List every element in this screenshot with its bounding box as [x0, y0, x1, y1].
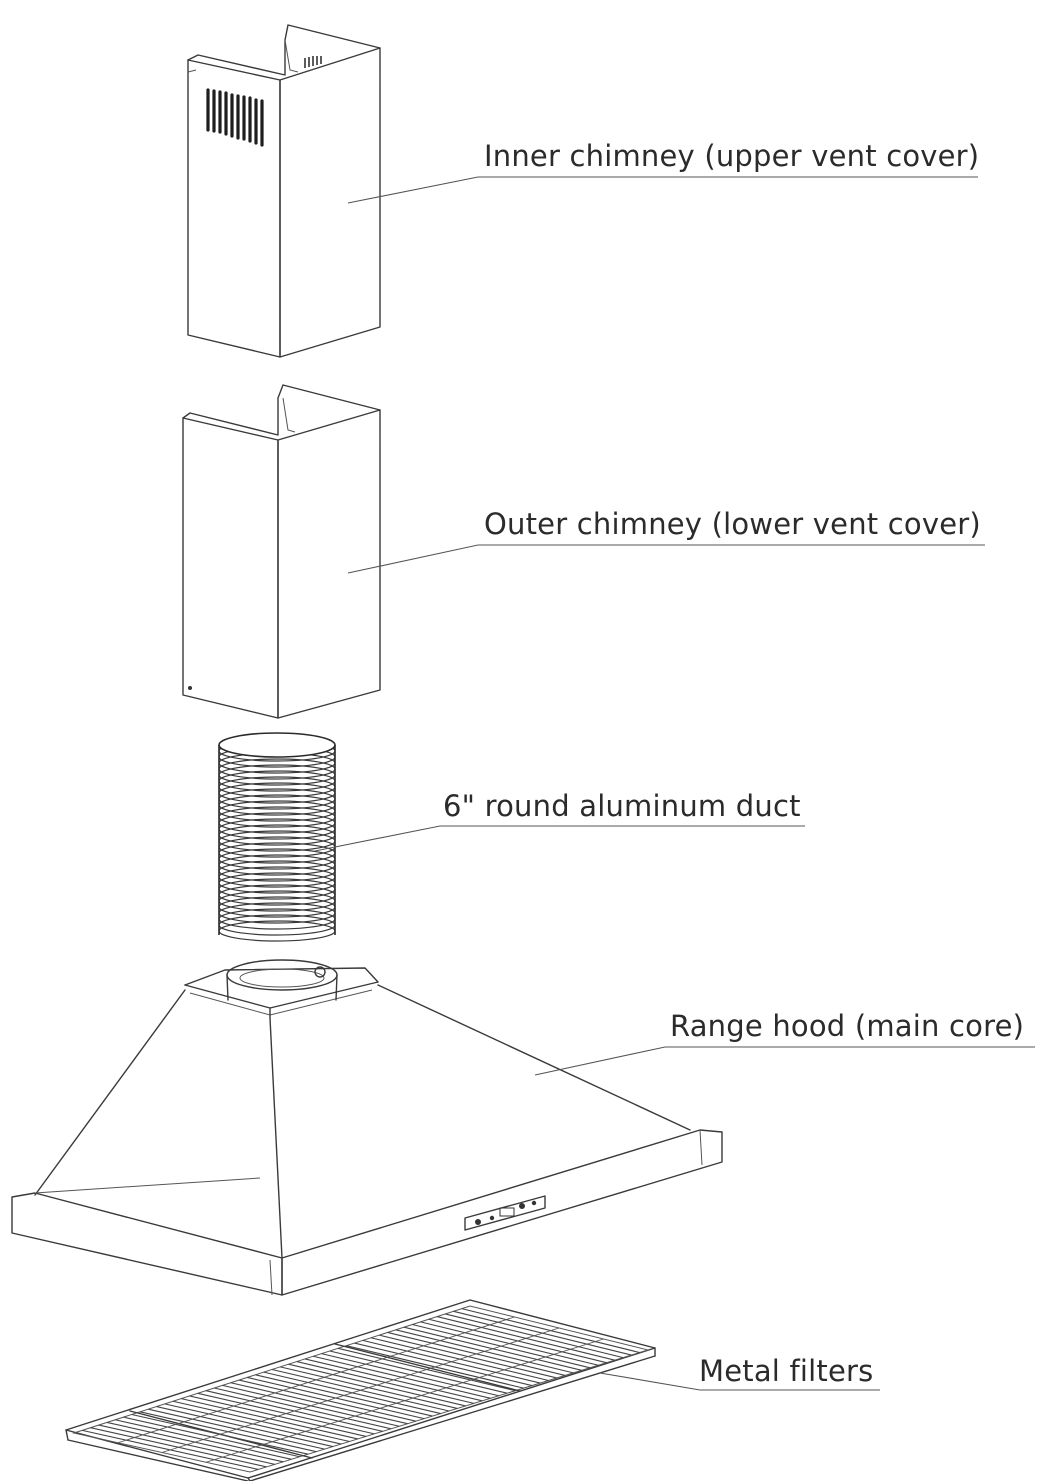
label-range-hood: Range hood (main core): [670, 1009, 1025, 1043]
inner-chimney-drawing: [187, 24, 381, 358]
leader-metal-filters: [599, 1372, 880, 1391]
leader-duct: [314, 825, 805, 852]
label-metal-filters: Metal filters: [699, 1354, 874, 1388]
aluminum-duct-drawing: [218, 732, 336, 942]
vent-slots: [206, 88, 264, 147]
range-hood-drawing: [11, 959, 723, 1296]
metal-filters-drawing: [65, 1299, 656, 1481]
label-outer-chimney: Outer chimney (lower vent cover): [484, 507, 981, 541]
outer-chimney-drawing: [182, 384, 381, 719]
leader-outer-chimney: [347, 544, 985, 574]
label-duct: 6" round aluminum duct: [443, 789, 801, 823]
leader-lines: [314, 176, 1035, 1391]
leader-inner-chimney: [347, 176, 978, 204]
leader-range-hood: [534, 1046, 1035, 1076]
label-inner-chimney: Inner chimney (upper vent cover): [484, 139, 980, 173]
